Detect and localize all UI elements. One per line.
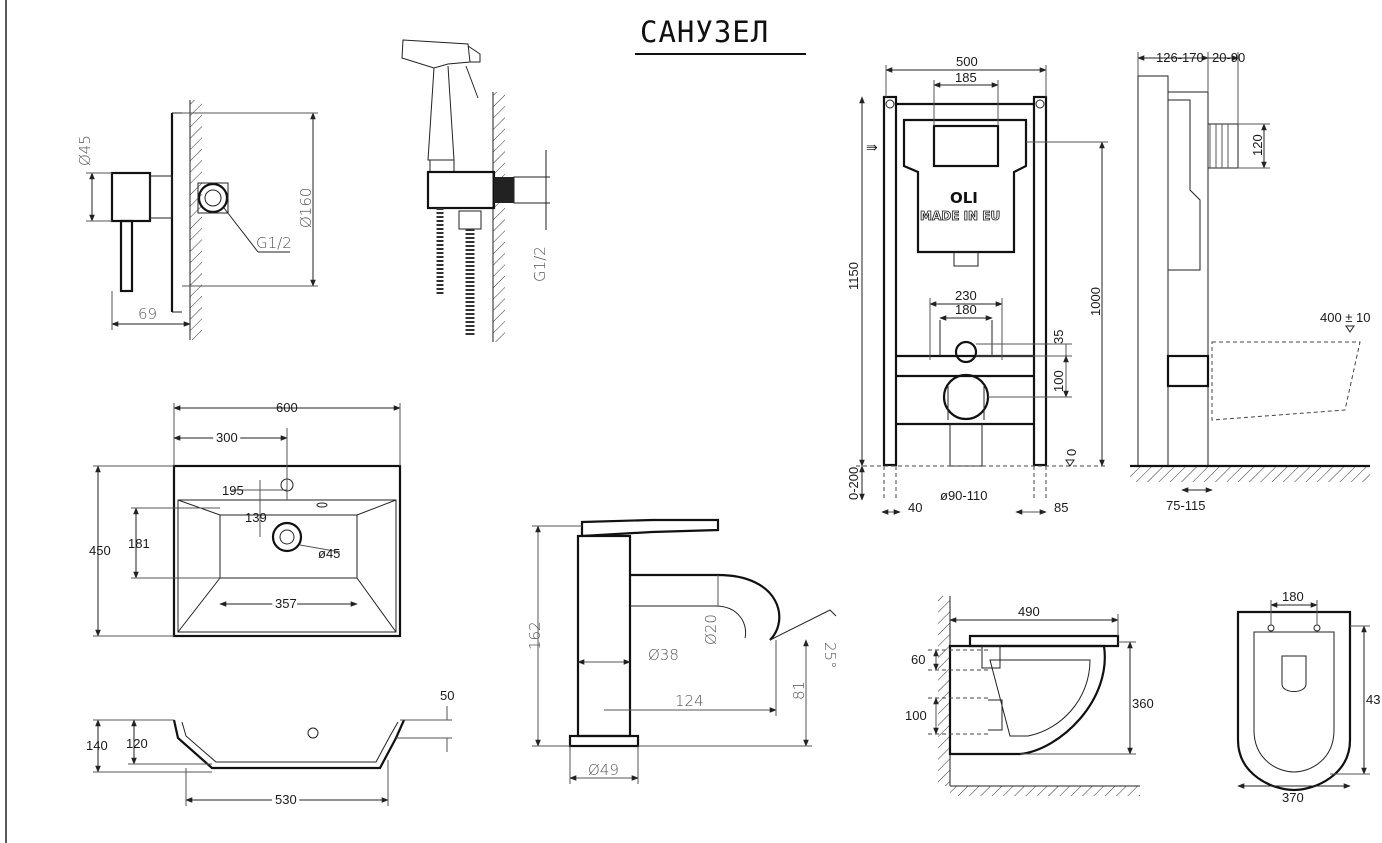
frame-w85-label: 85 <box>1054 500 1068 515</box>
wc-top-w370-label: 370 <box>1282 790 1304 805</box>
wc-side-view: 490 60 100 360 <box>905 596 1154 796</box>
diameter-160-label: Ø160 <box>297 188 315 228</box>
made-in-label: MADE IN EU <box>920 209 1000 223</box>
frame-w40-label: 40 <box>908 500 922 515</box>
basin-width-label: 600 <box>276 400 298 415</box>
frame-side-w126-label: 126-170 <box>1156 50 1204 65</box>
frame-h35-label: 35 <box>1051 330 1066 344</box>
wc-top-w180-label: 180 <box>1282 589 1304 604</box>
depth-69-label: 69 <box>138 305 157 323</box>
wc-top-h43-label: 43 <box>1366 692 1380 707</box>
basin-top-view: 600 300 195 139 ø45 357 450 181 <box>89 400 402 638</box>
hygienic-shower-drawing: G1/2 <box>401 39 550 342</box>
title-block: САНУЗЕЛ <box>635 15 806 55</box>
frame-w185-label: 185 <box>955 70 977 85</box>
frame-zero-label: 0 <box>1064 449 1079 456</box>
brand-label: OLI <box>950 189 978 207</box>
basin-w139-label: 139 <box>245 510 267 525</box>
frame-h100-label: 100 <box>1051 370 1066 392</box>
faucet-h162-label: 162 <box>526 621 544 650</box>
basin-h140-label: 140 <box>86 738 108 753</box>
wc-h100-label: 100 <box>905 708 927 723</box>
wc-h60-label: 60 <box>911 652 925 667</box>
basin-inner-label: 357 <box>275 596 297 611</box>
basin-w195-label: 195 <box>222 483 244 498</box>
frame-adjust-label: 0-200 <box>846 467 861 500</box>
diameter-45-label: Ø45 <box>76 135 94 166</box>
arrow-water-mark: ⇛ <box>866 140 878 156</box>
frame-h1000-label: 1000 <box>1088 287 1103 316</box>
basin-h181-label: 181 <box>128 536 150 551</box>
frame-side-w75-label: 75-115 <box>1166 498 1206 513</box>
wc-h360-label: 360 <box>1132 696 1154 711</box>
faucet-d38-label: Ø38 <box>648 646 679 664</box>
concealed-mixer-drawing: G1/2 Ø45 Ø160 69 <box>76 100 318 340</box>
frame-side-h120-label: 120 <box>1250 134 1265 156</box>
installation-frame-side: 126-170 20-90 120 400 ± 10 75-115 <box>1130 50 1371 513</box>
frame-w500-label: 500 <box>956 54 978 69</box>
thread-label: G1/2 <box>256 234 292 252</box>
wc-w490-label: 490 <box>1018 604 1040 619</box>
faucet-angle-label: 25° <box>821 642 839 669</box>
basin-side-view: 140 120 50 530 <box>86 688 454 810</box>
basin-faucet-drawing: 162 Ø38 Ø20 25° 124 81 Ø49 <box>526 518 839 784</box>
frame-h1150-label: 1150 <box>846 262 861 290</box>
frame-side-w20-label: 20-90 <box>1212 50 1245 65</box>
bowl-height-label: 400 ± 10 <box>1320 310 1371 325</box>
page-title: САНУЗЕЛ <box>640 15 769 49</box>
faucet-d20-label: Ø20 <box>702 614 720 645</box>
wc-top-view: 180 43 370 <box>1236 589 1380 805</box>
basin-h50-label: 50 <box>440 688 454 703</box>
basin-hole-label: ø45 <box>318 546 340 561</box>
basin-height-label: 450 <box>89 543 111 558</box>
basin-w530-label: 530 <box>275 792 297 807</box>
faucet-h81-label: 81 <box>790 681 808 700</box>
faucet-reach-label: 124 <box>675 692 704 710</box>
basin-h120-label: 120 <box>126 736 148 751</box>
faucet-base-label: Ø49 <box>588 761 619 779</box>
frame-pipe-label: ø90-110 <box>940 488 987 503</box>
shower-thread-label: G1/2 <box>531 246 549 282</box>
frame-w180-label: 180 <box>955 302 977 317</box>
frame-w230-label: 230 <box>955 288 977 303</box>
installation-frame-front: OLI MADE IN EU 500 185 1150 ⇛ 1000 230 1… <box>846 54 1108 515</box>
basin-w300-label: 300 <box>216 430 238 445</box>
